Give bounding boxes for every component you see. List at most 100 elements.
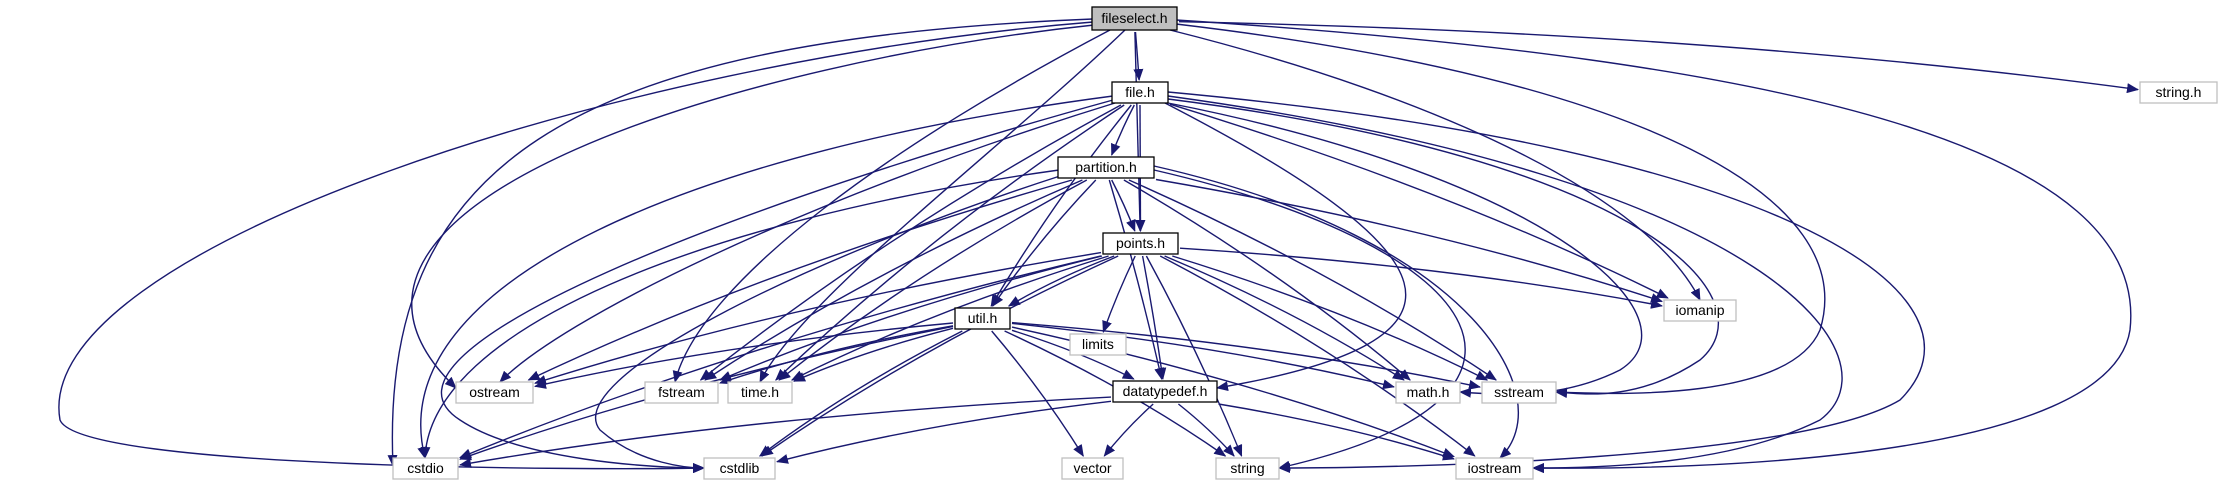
node-string: string (1215, 457, 1280, 480)
node-label: sstream (1494, 384, 1544, 400)
node-box (703, 457, 776, 480)
edge-partition-to-cstdio (420, 169, 1060, 459)
node-partition[interactable]: partition.h (1057, 156, 1155, 179)
edge-partition-to-points (1111, 179, 1136, 232)
edge-points-to-cstdio (459, 255, 1102, 459)
edge-file-to-ostream (499, 102, 1116, 383)
node-label: ostream (469, 384, 520, 400)
edge-points-to-sstream (1172, 255, 1489, 381)
node-fstream: fstream (644, 381, 719, 404)
edge-partition-to-iostream (1153, 165, 1520, 459)
edge-fileselect-to-iostream (1175, 19, 2132, 474)
node-box (644, 381, 719, 404)
node-iostream: iostream (1455, 457, 1534, 480)
edge-points-to-datatypedef (1141, 255, 1167, 380)
edge-util-to-ostream (534, 322, 954, 389)
edge-points-to-ostream (534, 251, 1102, 385)
edge-util-to-sstream (1011, 321, 1481, 390)
node-box (392, 457, 459, 480)
edge-file-to-iomanip (1169, 103, 1669, 299)
node-iomanip: iomanip (1663, 299, 1737, 322)
node-box (954, 307, 1011, 330)
node-box (1057, 156, 1155, 179)
edge-partition-to-math_h (1123, 179, 1411, 381)
node-box (1395, 381, 1461, 404)
node-label: math.h (1407, 384, 1450, 400)
edge-datatypedef-to-vector (1103, 403, 1154, 457)
edge-file-to-sstream (1167, 98, 1720, 398)
node-file[interactable]: file.h (1111, 81, 1169, 104)
edge-file-to-math_h (1167, 102, 1643, 398)
edge-file-to-time_h (775, 104, 1125, 381)
node-label: string.h (2156, 84, 2202, 100)
edge-file-to-partition (1111, 104, 1135, 156)
edge-util-to-time_h (793, 327, 954, 382)
node-label: iostream (1468, 460, 1522, 476)
node-label: points.h (1116, 235, 1165, 251)
node-ostream: ostream (455, 381, 534, 404)
edge-util-to-math_h (1011, 322, 1395, 390)
node-label: partition.h (1075, 159, 1136, 175)
edge-partition-to-fstream (704, 179, 1083, 381)
edge-partition-to-time_h (778, 179, 1088, 381)
node-label: cstdio (407, 460, 444, 476)
node-fileselect[interactable]: fileselect.h (1091, 6, 1178, 31)
edge-points-to-iomanip (1179, 247, 1663, 309)
node-box (455, 381, 534, 404)
node-box (1663, 299, 1737, 322)
edge-points-to-fstream (719, 255, 1103, 381)
edge-partition-to-iomanip (1155, 178, 1663, 303)
node-box (1481, 381, 1557, 404)
edge-file-to-cstdlib (441, 99, 1114, 473)
node-label: fileselect.h (1101, 10, 1167, 26)
edge-points-to-time_h (791, 255, 1109, 381)
edge-fileselect-to-file (1133, 31, 1144, 81)
edge-points-to-math_h (1164, 255, 1405, 381)
edge-partition-to-ostream (527, 179, 1073, 381)
node-string-h: string.h (2139, 81, 2218, 104)
node-box (1102, 232, 1179, 255)
edge-fileselect-to-cstdio (387, 18, 1094, 467)
node-label: limits (1082, 336, 1114, 352)
node-box (1061, 457, 1124, 480)
node-vector: vector (1061, 457, 1124, 480)
node-box (1112, 380, 1218, 403)
node-box (1069, 333, 1127, 356)
edge-file-to-cstdio (417, 95, 1114, 459)
node-time-h: time.h (727, 381, 793, 404)
edge-points-to-util (1007, 255, 1115, 307)
edge-file-to-iostream (1167, 95, 1843, 473)
node-cstdlib: cstdlib (703, 457, 776, 480)
node-label: string (1230, 460, 1264, 476)
node-cstdio: cstdio (392, 457, 459, 480)
node-box (1455, 457, 1534, 480)
edge-util-to-fstream (719, 325, 954, 385)
edge-partition-to-cstdlib (594, 175, 1061, 473)
node-box (727, 381, 793, 404)
node-box (2139, 81, 2218, 104)
node-math-h: math.h (1395, 381, 1461, 404)
edge-layer (58, 18, 2139, 474)
edge-fileselect-to-iomanip (1169, 29, 1701, 301)
node-points[interactable]: points.h (1102, 232, 1179, 255)
edge-fileselect-to-sstream (1175, 23, 1826, 398)
edge-fileselect-to-string_h (1178, 21, 2139, 94)
node-label: util.h (968, 310, 998, 326)
edge-points-to-cstdlib (760, 255, 1119, 457)
node-label: iomanip (1675, 302, 1724, 318)
edge-util-to-vector (991, 330, 1084, 457)
node-label: cstdlib (720, 460, 760, 476)
edge-points-to-limits (1102, 255, 1136, 333)
node-label: file.h (1125, 84, 1155, 100)
edge-partition-to-string (1153, 169, 1466, 471)
edge-points-to-string (1145, 255, 1243, 457)
node-box (1111, 81, 1169, 104)
edge-datatypedef-to-cstdio (459, 396, 1112, 468)
node-util[interactable]: util.h (954, 307, 1011, 330)
edge-file-to-datatypedef (1164, 102, 1407, 392)
node-label: vector (1073, 460, 1111, 476)
node-datatypedef[interactable]: datatypedef.h (1112, 380, 1218, 403)
edge-util-to-cstdlib (759, 330, 963, 457)
node-label: datatypedef.h (1123, 383, 1208, 399)
